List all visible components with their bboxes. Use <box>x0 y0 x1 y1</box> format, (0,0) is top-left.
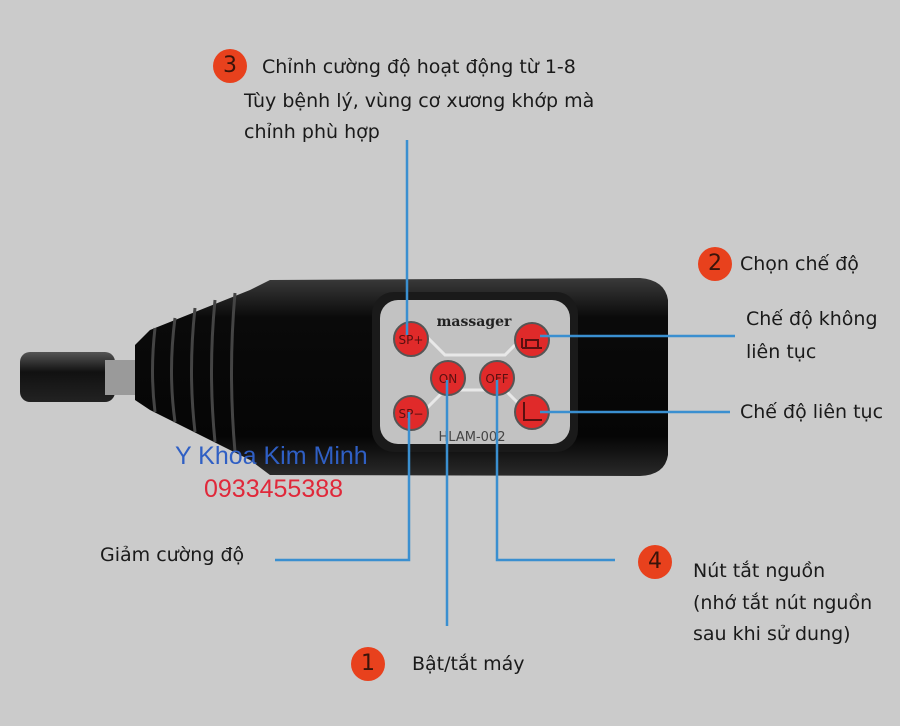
badge-3: 3 <box>213 49 247 83</box>
continuous-mode-text: Chế độ liên tục <box>740 401 884 423</box>
svg-text:SP−: SP− <box>399 407 424 421</box>
button-intermittent-mode[interactable] <box>514 322 550 358</box>
watermark-name: Y Khoa Kim Minh <box>175 442 368 470</box>
brand-label: massager <box>437 314 512 330</box>
svg-text:ON: ON <box>439 372 457 386</box>
watermark-phone: 0933455388 <box>204 475 344 503</box>
badge-1: 1 <box>351 647 385 681</box>
callout-1-text: Bật/tắt máy <box>412 653 525 675</box>
intermittent-mode-line-2: liên tục <box>746 341 817 363</box>
svg-text:SP+: SP+ <box>399 333 424 347</box>
intermittent-mode-line-1: Chế độ không <box>746 308 878 330</box>
callout-2-text: Chọn chế độ <box>740 253 859 275</box>
power-plug <box>20 352 135 402</box>
leader-lines <box>275 140 735 626</box>
svg-text:OFF: OFF <box>485 372 508 386</box>
callout-4-line-3: sau khi sử dung) <box>693 623 851 645</box>
callout-4-line-1: Nút tắt nguồn <box>693 560 826 582</box>
button-sp-plus[interactable]: SP+ <box>393 321 429 357</box>
callout-3-line-1: Chỉnh cường độ hoạt động từ 1-8 <box>262 56 576 78</box>
badge-2: 2 <box>698 247 732 281</box>
button-off[interactable]: OFF <box>479 360 515 396</box>
decrease-intensity-text: Giảm cường độ <box>100 544 245 566</box>
callout-4-line-2: (nhớ tắt nút nguồn <box>693 592 873 614</box>
callout-3-line-2: Tùy bệnh lý, vùng cơ xương khớp mà <box>244 90 595 112</box>
button-sp-minus[interactable]: SP− <box>393 395 429 431</box>
model-label: HLAM-002 <box>439 430 506 445</box>
callout-3-line-3: chỉnh phù hợp <box>244 121 380 143</box>
badge-4: 4 <box>638 545 672 579</box>
